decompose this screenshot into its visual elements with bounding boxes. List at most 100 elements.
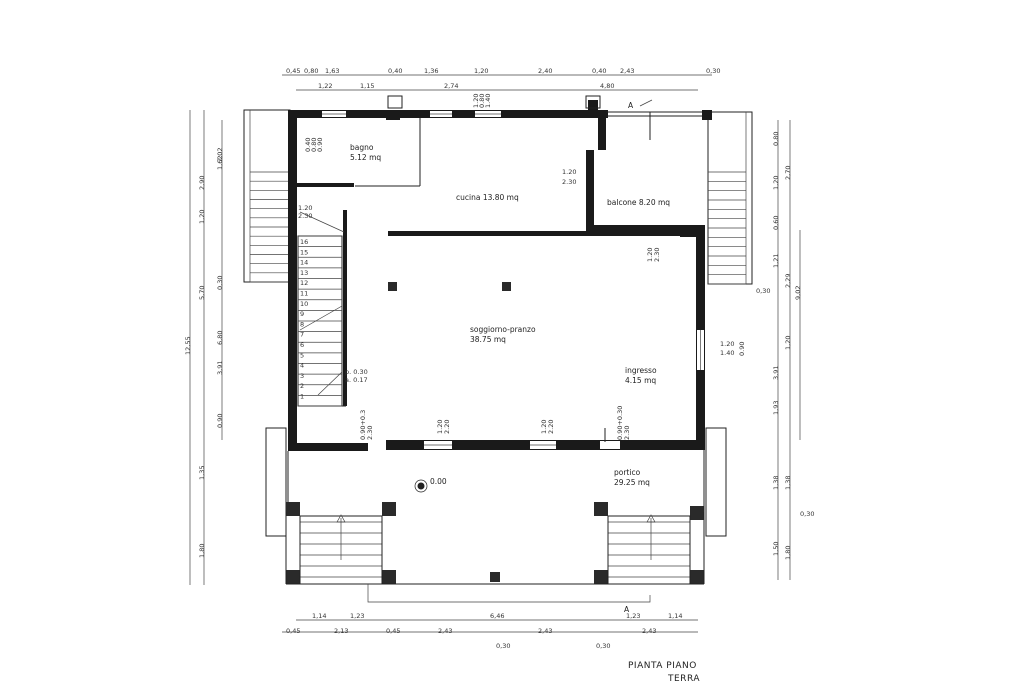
plan-title-1: PIANTA PIANO: [628, 661, 697, 671]
bagno-win-a: 0.80: [310, 138, 318, 152]
stair-step-number: 7: [300, 331, 304, 339]
stair-note-2: a. 0.17: [345, 376, 368, 384]
portico-door2-a: 0.90+0.30: [616, 406, 624, 440]
dimension-label: 1,80: [198, 544, 206, 558]
cucina-balcone-a: 1.20: [562, 168, 576, 176]
dimension-label: 6,80: [216, 331, 224, 345]
stair-step-number: 2: [300, 382, 304, 390]
dimension-label: 1,20: [784, 336, 792, 350]
dimension-label: 1,15: [360, 82, 374, 90]
right-external-stair: [707, 111, 753, 285]
dimension-label: 0,40: [388, 67, 402, 75]
cucina-balcone-b: 2.30: [562, 178, 576, 186]
dimension-label: 1,22: [318, 82, 332, 90]
dimension-label: 1,38: [784, 476, 792, 490]
portico: [265, 427, 727, 603]
portico-door1-a: 0.90+0.3: [359, 410, 367, 440]
stair-step-number: 6: [300, 341, 304, 349]
balcone-door-b: 2.30: [653, 248, 661, 262]
dimension-label: 2,70: [784, 166, 792, 180]
dimension-label: 0,30: [496, 642, 510, 650]
stair-step-number: 1: [300, 393, 304, 401]
dimension-label: 1,50: [772, 542, 780, 556]
cucina-top-c: 1.40: [484, 94, 492, 108]
cucina-label: cucina 13.80 mq: [456, 193, 519, 202]
dimension-label: 1,20: [474, 67, 488, 75]
soggiorno-name: soggiorno-pranzo: [470, 325, 536, 334]
portico-door2-b: 2.30: [623, 426, 631, 440]
stair-step-number: 12: [300, 279, 308, 287]
stair-step-number: 16: [300, 238, 308, 246]
stair-door-b: 2.30: [298, 212, 312, 220]
dimension-label: 1,14: [668, 612, 682, 620]
dimension-label: 2,43: [620, 67, 634, 75]
soggiorno-area: 38.75 mq: [470, 335, 506, 344]
dimension-label: 2,29: [784, 274, 792, 288]
dimension-label: 4,80: [600, 82, 614, 90]
dimension-label: 1,23: [350, 612, 364, 620]
ingresso-win-b: 1.40: [720, 349, 734, 357]
bagno-name: bagno: [350, 143, 374, 152]
dimension-label: 3,91: [772, 366, 780, 380]
dimension-label: 0,45: [286, 67, 300, 75]
dimension-label: 1,35: [198, 466, 206, 480]
balcone-door-a: 1.20: [646, 248, 654, 262]
ingresso-area: 4.15 mq: [625, 376, 656, 385]
dimension-label: 1,20: [198, 210, 206, 224]
stair-door-a: 1.20: [298, 204, 312, 212]
left-external-stair: [243, 109, 291, 283]
dimension-label: 2,02: [216, 148, 224, 162]
portico-win1-b: 2.20: [443, 420, 451, 434]
dimension-label: 0,45: [286, 627, 300, 635]
stair-note-1: p. 0.30: [345, 368, 368, 376]
cucina-top-b: 0.80: [478, 94, 486, 108]
dimension-label: 2,43: [642, 627, 656, 635]
dimension-label: 12,55: [184, 336, 192, 355]
dimension-label: 0,30: [800, 510, 814, 518]
dimension-label: 1,20: [772, 176, 780, 190]
dimension-label: 0,60: [772, 216, 780, 230]
ingresso-win-c: 0.90: [738, 342, 746, 356]
portico-win2-b: 2.20: [547, 420, 555, 434]
dimension-label: 0,80: [772, 132, 780, 146]
ingresso-win-a: 1.20: [720, 340, 734, 348]
dimension-label: 1,93: [772, 401, 780, 415]
dimension-label: 1,14: [312, 612, 326, 620]
dimension-label: 1,80: [784, 546, 792, 560]
dimension-label: 6,46: [490, 612, 504, 620]
dimension-label: 2,90: [198, 176, 206, 190]
dimension-label: 9,02: [794, 286, 802, 300]
portico-win1-a: 1.20: [436, 420, 444, 434]
cucina-top-a: 1.20: [472, 94, 480, 108]
dimension-label: 1,36: [424, 67, 438, 75]
bottom-openings: [368, 428, 620, 451]
balcone-label: balcone 8.20 mq: [607, 198, 670, 207]
dimension-label: 0,30: [756, 287, 770, 295]
stair-step-number: 13: [300, 269, 308, 277]
dimension-label: 3,91: [216, 361, 224, 375]
stair-step-number: 10: [300, 300, 308, 308]
stair-step-number: 15: [300, 248, 308, 256]
stair-step-number: 9: [300, 310, 304, 318]
portico-area: 29.25 mq: [614, 478, 650, 487]
portico-door1-b: 2.30: [366, 426, 374, 440]
dimension-label: 2,43: [538, 627, 552, 635]
dimension-label: 2,13: [334, 627, 348, 635]
dimension-label: 0,30: [706, 67, 720, 75]
bagno-area: 5.12 mq: [350, 153, 381, 162]
portico-win2-a: 1.20: [540, 420, 548, 434]
stair-step-number: 4: [300, 362, 304, 370]
dimension-label: 1,23: [626, 612, 640, 620]
bagno-win-c: 0.40: [304, 138, 312, 152]
ingresso-name: ingresso: [625, 366, 657, 375]
top-windows: [322, 95, 601, 117]
dimension-label: 2,40: [538, 67, 552, 75]
stair-step-number: 8: [300, 320, 304, 328]
plan-title-2: TERRA: [667, 674, 700, 682]
dimension-label: 0,30: [216, 276, 224, 290]
dimension-label: 1,21: [772, 254, 780, 268]
dimension-label: 1,38: [772, 476, 780, 490]
